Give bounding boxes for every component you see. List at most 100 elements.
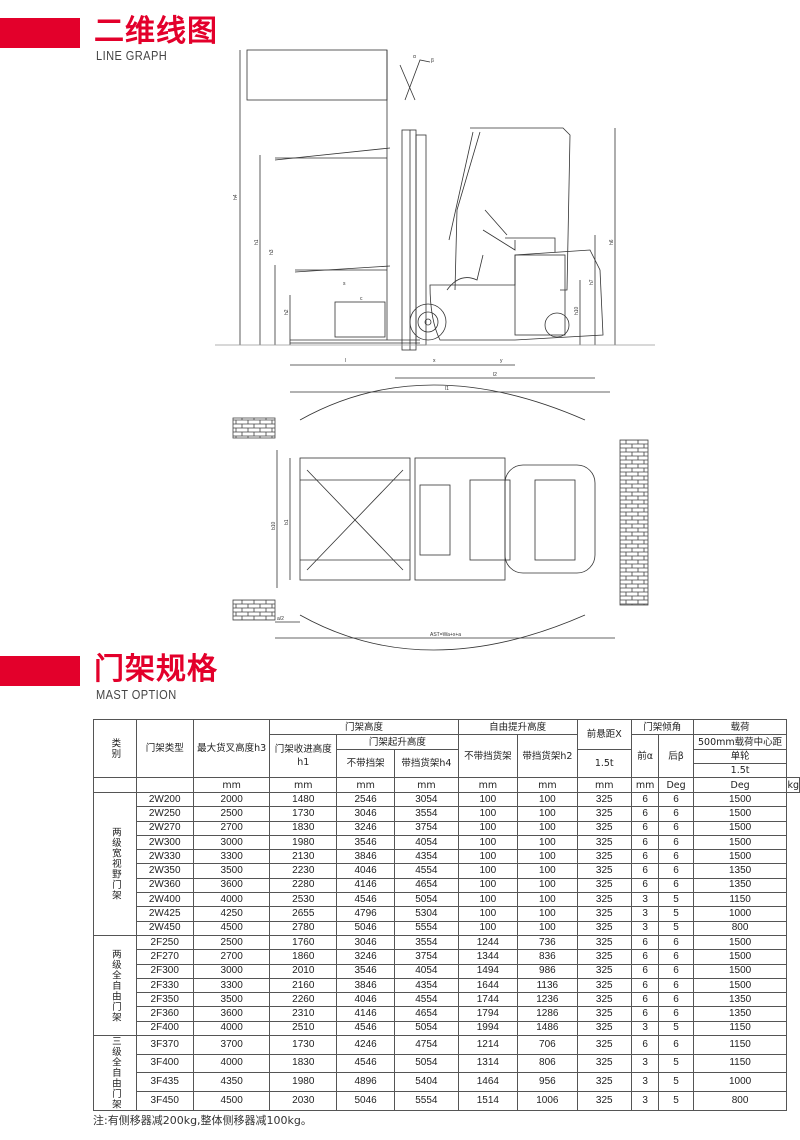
- table-cell: 1350: [692, 1006, 788, 1022]
- table-cell: 3554: [394, 806, 459, 822]
- table-cell: 1644: [457, 977, 519, 994]
- units-blank: [135, 777, 194, 793]
- table-cell: 100: [517, 892, 578, 908]
- table-cell: 325: [576, 977, 632, 994]
- table-cell: 2700: [192, 949, 271, 965]
- table-cell: 1006: [517, 1090, 578, 1111]
- table-cell: 4546: [336, 1053, 396, 1074]
- mast-spec-table: 类别 门架类型 最大货叉高度h3 门架高度 自由提升高度 前悬距X 门架倾角 载…: [93, 719, 800, 1111]
- table-cell: 4354: [394, 849, 459, 865]
- table-cell: 2W250: [135, 806, 194, 822]
- table-cell: 3054: [394, 791, 459, 808]
- table-cell: 325: [576, 849, 632, 865]
- table-cell: 2546: [336, 791, 396, 808]
- table-cell: 4000: [192, 892, 271, 908]
- table-cell: 100: [457, 834, 519, 851]
- table-cell: 6: [630, 1006, 660, 1022]
- table-cell: 2780: [269, 920, 338, 936]
- table-cell: 1286: [517, 1006, 578, 1022]
- table-cell: 3046: [336, 806, 396, 822]
- table-cell: 4054: [394, 963, 459, 979]
- table-cell: 3: [630, 1053, 660, 1074]
- col-header-with-backrest: 带挡货架h4: [394, 749, 459, 778]
- table-cell: 5554: [394, 920, 459, 936]
- table-cell: 325: [576, 934, 632, 951]
- table-cell: 2160: [269, 977, 338, 994]
- table-cell: 5: [658, 906, 694, 922]
- table-cell: 2655: [269, 906, 338, 922]
- table-cell: 325: [576, 863, 632, 879]
- table-cell: 100: [457, 806, 519, 822]
- unit-cell: mm: [269, 777, 338, 793]
- table-cell: 836: [517, 949, 578, 965]
- table-cell: 325: [576, 806, 632, 822]
- table-cell: 5054: [394, 1053, 459, 1074]
- table-cell: 6: [658, 820, 694, 836]
- table-cell: 325: [576, 892, 632, 908]
- table-cell: 4000: [192, 1053, 271, 1074]
- table-cell: 6: [630, 977, 660, 994]
- table-cell: 4246: [336, 1035, 396, 1055]
- table-cell: 806: [517, 1053, 578, 1074]
- table-cell: 4654: [394, 1006, 459, 1022]
- table-cell: 3: [630, 1020, 660, 1037]
- table-cell: 3554: [394, 934, 459, 951]
- table-cell: 1136: [517, 977, 578, 994]
- table-cell: 2W450: [135, 920, 194, 936]
- dim-label-s: s: [343, 281, 346, 287]
- table-cell: 1744: [457, 992, 519, 1008]
- table-cell: 100: [517, 820, 578, 836]
- table-cell: 325: [576, 1072, 632, 1092]
- table-cell: 100: [517, 806, 578, 822]
- table-cell: 2260: [269, 992, 338, 1008]
- table-cell: 5: [658, 920, 694, 936]
- table-cell: 325: [576, 1090, 632, 1111]
- col-header-no-backrest: 不带挡架: [336, 749, 396, 778]
- table-cell: 4146: [336, 877, 396, 894]
- table-cell: 2W270: [135, 820, 194, 836]
- table-cell: 4546: [336, 1020, 396, 1037]
- table-cell: 2W300: [135, 834, 194, 851]
- table-cell: 3F400: [135, 1053, 194, 1074]
- col-header-category: 类别: [93, 719, 137, 778]
- unit-cell: mm: [192, 777, 271, 793]
- table-cell: 5: [658, 892, 694, 908]
- table-cell: 1344: [457, 949, 519, 965]
- table-cell: 3846: [336, 977, 396, 994]
- table-cell: 325: [576, 1020, 632, 1037]
- col-header-load: 载荷: [692, 719, 788, 735]
- table-cell: 1760: [269, 934, 338, 951]
- table-cell: 4250: [192, 906, 271, 922]
- table-cell: 325: [576, 877, 632, 894]
- table-cell: 6: [630, 877, 660, 894]
- dim-label-b10: b10: [271, 521, 277, 530]
- unit-cell: mm: [336, 777, 396, 793]
- table-cell: 1500: [692, 934, 788, 951]
- table-cell: 4500: [192, 920, 271, 936]
- dim-label-h3: h3: [269, 249, 275, 255]
- dim-label-b1: b1: [284, 519, 290, 525]
- table-cell: 1730: [269, 1035, 338, 1055]
- table-cell: 325: [576, 1035, 632, 1055]
- table-cell: 3000: [192, 834, 271, 851]
- unit-cell: mm: [457, 777, 519, 793]
- table-cell: 1980: [269, 1072, 338, 1092]
- table-cell: 100: [457, 892, 519, 908]
- table-cell: 6: [630, 791, 660, 808]
- table-cell: 1830: [269, 820, 338, 836]
- table-cell: 325: [576, 1006, 632, 1022]
- table-cell: 2W330: [135, 849, 194, 865]
- table-cell: 4146: [336, 1006, 396, 1022]
- table-cell: 2310: [269, 1006, 338, 1022]
- table-cell: 3: [630, 906, 660, 922]
- unit-cell: Deg: [692, 777, 788, 793]
- col-header-load-center: 500mm载荷中心距: [692, 734, 788, 750]
- table-cell: 3F435: [135, 1072, 194, 1092]
- table-cell: 986: [517, 963, 578, 979]
